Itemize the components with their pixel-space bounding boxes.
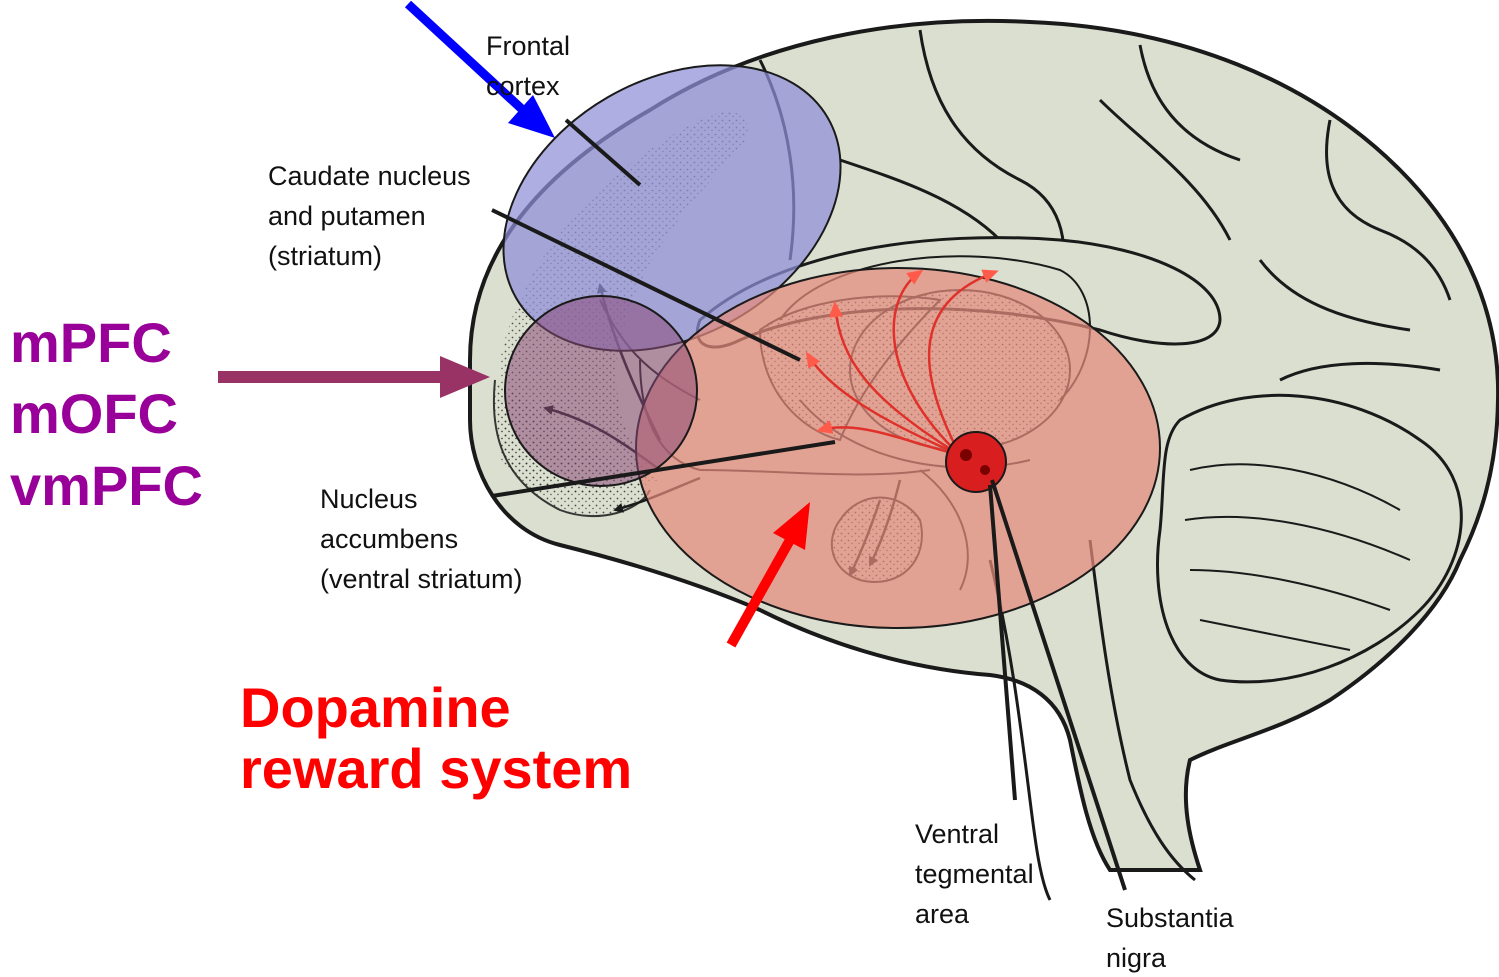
prefrontal-highlight — [505, 296, 697, 486]
accumbens-label: Nucleus accumbens (ventral striatum) — [320, 484, 523, 594]
vta-nucleus — [946, 432, 1006, 492]
reward-system-title: Dopamine reward system — [240, 676, 632, 800]
substantia-label: Substantia nigra — [1106, 903, 1241, 973]
reward-system-highlight — [636, 268, 1160, 628]
caudate-label: Caudate nucleus and putamen (striatum) — [268, 161, 478, 271]
vta-label: Ventral tegmental area — [915, 819, 1041, 929]
frontal-cortex-label: Frontal cortex — [486, 31, 578, 101]
prefrontal-title: mPFC mOFC vmPFC — [10, 311, 203, 517]
purple-arrow — [218, 356, 490, 398]
